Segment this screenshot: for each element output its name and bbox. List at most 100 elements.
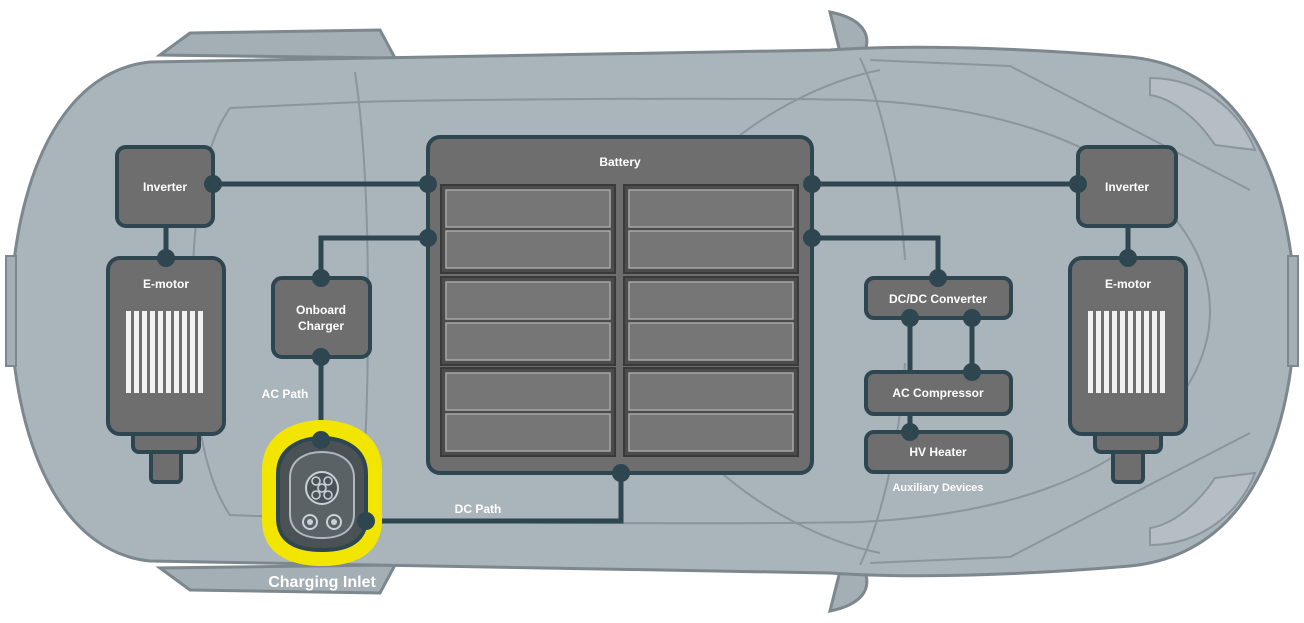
onboard-charger-label-line2: Charger [298,319,344,333]
onboard-charger: Onboard Charger [271,276,372,359]
windshield-top [859,57,906,261]
onboard-charger-label-line1: Onboard [296,303,346,317]
ac-path-label: AC Path [262,387,309,401]
junction-dot [612,464,630,482]
dcdc-converter-label: DC/DC Converter [889,292,987,306]
cooling-fin [1096,311,1101,393]
cooling-fin [1160,311,1165,393]
cooling-fin [1152,311,1157,393]
dc-pin-right-core [331,519,337,525]
ac-compressor-label: AC Compressor [892,386,984,400]
junction-dot [312,431,330,449]
hv-heater: HV Heater [864,430,1013,474]
cooling-fin [158,311,163,393]
battery-cell [628,372,794,411]
battery-cell [445,372,611,411]
battery-cell [445,413,611,452]
junction-dot [1069,175,1087,193]
wire-dc-path [366,473,624,524]
cooling-fin [1088,311,1093,393]
ac-compressor: AC Compressor [864,370,1013,416]
emotor-right-label: E-motor [1105,277,1151,291]
emotor-left-label: E-motor [143,277,189,291]
junction-dot [419,175,437,193]
inverter-right: Inverter [1076,145,1178,228]
cooling-fin [1144,311,1149,393]
onboard-charger-box [271,276,372,359]
hv-heater-label: HV Heater [909,445,967,459]
junction-dot [963,363,981,381]
emotor-right: E-motor [1068,256,1188,484]
battery-cell [445,230,611,269]
cooling-fin [126,311,131,393]
ac-compressor-box [864,370,1013,416]
car-rear-top-bumper [155,28,398,60]
junction-dot [312,348,330,366]
ac-socket [305,471,339,505]
cooling-fin [1128,311,1133,393]
junction-dot [901,423,919,441]
battery-cell [445,189,611,228]
dc-path-label: DC Path [455,502,502,516]
charging-inlet: Charging Inlet [262,420,382,591]
junction-dot [157,249,175,267]
emotor-left-fins [126,311,203,393]
car-rear-bottom-bumper [155,563,398,595]
junction-dot [1119,249,1137,267]
inverter-right-label: Inverter [1105,180,1149,194]
junction-dot [312,269,330,287]
cooling-fin [190,311,195,393]
cooling-fin [150,311,155,393]
dcdc-converter: DC/DC Converter [864,276,1013,320]
battery-cell [628,230,794,269]
junction-dot [204,175,222,193]
dc-pin-left [302,514,318,530]
ac-pin-1 [311,476,321,486]
cooling-fin [134,311,139,393]
cooling-fin [166,311,171,393]
front-grille-right [1287,255,1299,367]
cooling-fin [1104,311,1109,393]
wire-battery-onboard-charger [318,235,428,278]
battery-cell [445,281,611,320]
battery-modules [440,184,799,457]
ac-pin-4 [311,490,321,500]
emotor-left: E-motor [106,256,226,484]
cooling-fin [1136,311,1141,393]
cooling-fin [198,311,203,393]
junctions [157,175,1137,530]
headlight-top [1149,76,1257,152]
cooling-fin [1120,311,1125,393]
dc-pin-left-core [307,519,313,525]
junction-dot [963,309,981,327]
cooling-fin [182,311,187,393]
inverter-left: Inverter [115,145,215,228]
cooling-fin [1112,311,1117,393]
ac-pin-3 [317,483,327,493]
auxiliary-devices-label: Auxiliary Devices [892,482,983,494]
junction-dot [419,229,437,247]
battery-cell [445,322,611,361]
battery-cell [628,281,794,320]
junction-dot [929,269,947,287]
battery: Battery [426,135,814,475]
battery-cell [628,189,794,228]
headlight-bottom [1149,471,1257,547]
hood-line-bottom [869,432,1251,564]
battery-cell [628,322,794,361]
rear-light-left [5,255,17,367]
cooling-fin [174,311,179,393]
junction-dot [901,309,919,327]
battery-cell [628,413,794,452]
junction-dot [803,175,821,193]
hv-heater-box [864,430,1013,474]
wire-battery-dcdc [812,235,941,278]
inverter-left-label: Inverter [143,180,187,194]
junction-dot [803,229,821,247]
cooling-fin [142,311,147,393]
junction-dot [357,512,375,530]
ac-pin-2 [323,476,333,486]
dc-pin-right [326,514,342,530]
